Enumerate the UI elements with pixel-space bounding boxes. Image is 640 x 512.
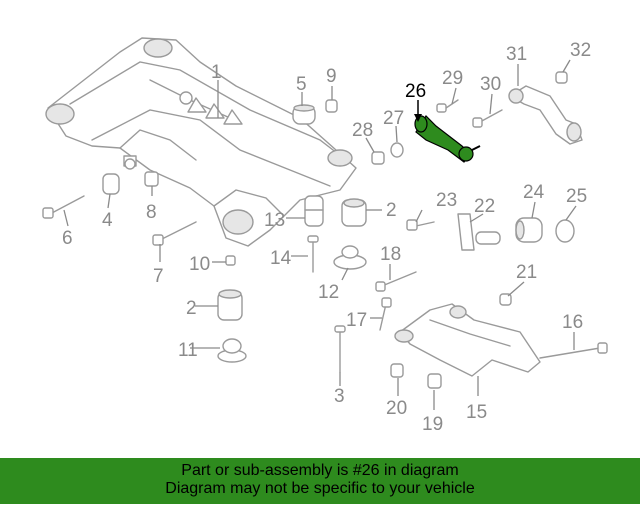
bushing-2-lower [217,289,243,321]
bolt-29 [436,99,459,113]
bolt-6 [42,195,85,219]
callout-2-upper: 2 [386,200,397,221]
callout-22: 22 [474,196,495,217]
nut-9 [325,99,338,113]
callout-10: 10 [189,254,210,275]
callout-9: 9 [326,66,337,87]
leader-lines [63,59,577,410]
callout-25: 25 [566,186,587,207]
callout-18: 18 [380,244,401,265]
bushing-5 [292,104,316,125]
callout-4: 4 [102,210,113,231]
callout-5: 5 [296,74,307,95]
callout-28: 28 [352,120,373,141]
nut-32 [555,71,568,84]
lower-control-arm-15 [394,303,541,377]
upper-arm-30 [508,85,583,145]
callout-2-lower: 2 [186,298,197,319]
nut-21 [499,293,512,306]
banner-line-1: Part or sub-assembly is #26 in diagram [181,462,459,479]
rear-subframe [45,37,357,247]
callout-11: 11 [178,340,198,361]
callout-20: 20 [386,398,407,419]
callout-23: 23 [436,190,457,211]
bolt-31 [472,109,503,128]
bolt-23 [406,219,435,231]
nut-19 [427,373,442,389]
stud-10 [225,255,236,266]
bushing-13 [304,195,324,227]
callout-30: 31 [506,44,527,65]
bolt-18 [375,271,417,292]
callout-12: 12 [318,282,339,303]
washer-12 [333,245,367,270]
bolt-3 [334,325,346,373]
bolt-17 [379,297,392,331]
parts-diagram: 1 2 2 3 4 5 6 7 8 9 10 11 12 13 14 15 16… [42,37,608,435]
nut-8 [144,171,159,187]
nut-28 [371,151,385,165]
callout-31: 30 [480,74,501,95]
callout-6: 6 [62,228,73,249]
callout-27: 27 [383,108,404,129]
clip-27 [390,142,404,158]
callout-19: 19 [422,414,443,435]
callout-7: 7 [153,266,164,287]
callout-16: 16 [562,312,583,333]
info-banner: Part or sub-assembly is #26 in diagram D… [0,458,640,504]
callout-3: 3 [334,386,345,407]
callout-21: 21 [516,262,537,283]
callout-17: 17 [346,310,367,331]
bolt-14 [307,235,319,273]
callout-32: 32 [570,40,591,61]
callout-1: 1 [211,62,222,83]
callout-26-highlighted: 26 [405,81,426,102]
bushing-4 [102,173,120,195]
callout-24: 24 [523,182,545,203]
link-22 [457,213,501,251]
callout-15: 15 [466,402,487,423]
callout-labels: 1 2 2 3 4 5 6 7 8 9 10 11 12 13 14 15 16… [62,40,591,435]
bolt-16 [539,342,608,359]
banner-line-2: Diagram may not be specific to your vehi… [165,480,475,497]
nut-20 [390,363,404,378]
ring-25 [555,219,575,243]
bushing-2-upper [341,198,367,227]
bolt-7 [152,221,197,246]
callout-29: 29 [442,68,463,89]
callout-13: 13 [264,210,285,231]
highlighted-link-26 [414,115,481,163]
bushing-24 [515,217,543,243]
callout-8: 8 [146,202,157,223]
mount-11 [217,338,247,363]
callout-14: 14 [270,248,292,269]
